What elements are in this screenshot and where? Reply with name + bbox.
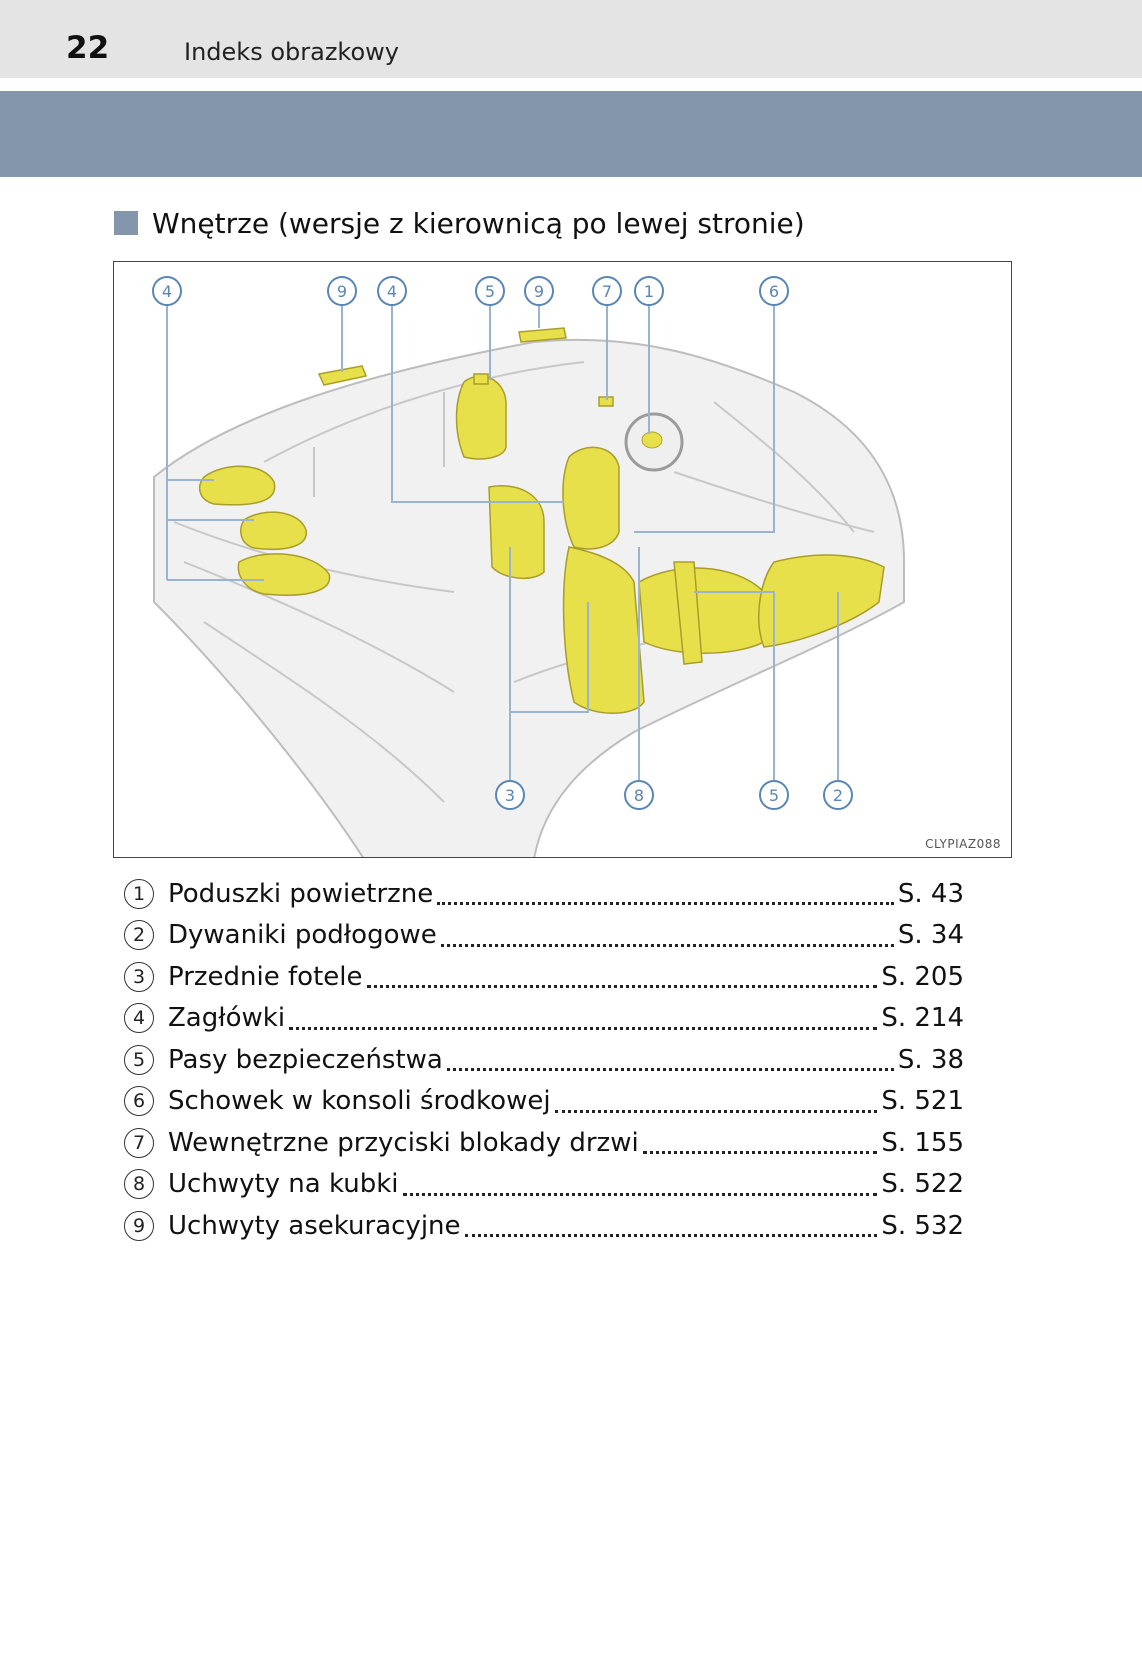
- item-label: Poduszki powietrzne: [168, 878, 434, 909]
- list-item: 1 Poduszki powietrzne S. 43: [124, 873, 964, 915]
- page-reference[interactable]: S. 532: [881, 1210, 964, 1241]
- leader-dots: [642, 1151, 878, 1155]
- callout-top-4: 5: [485, 282, 495, 301]
- callout-top-2: 9: [337, 282, 347, 301]
- item-label: Zagłówki: [168, 1003, 286, 1034]
- leader-dots: [437, 902, 894, 906]
- callout-bottom-3: 5: [769, 786, 779, 805]
- heading-square-icon: [114, 211, 138, 235]
- item-number: 1: [124, 878, 154, 909]
- item-number: 2: [124, 920, 154, 951]
- item-label: Schowek w konsoli środkowej: [168, 1086, 551, 1117]
- page-reference[interactable]: S. 43: [897, 878, 964, 909]
- item-number: 7: [124, 1127, 154, 1158]
- list-item: 6 Schowek w konsoli środkowej S. 521: [124, 1081, 964, 1123]
- page-number: 22: [66, 30, 110, 66]
- callout-top-5: 9: [534, 282, 544, 301]
- list-item: 7 Wewnętrzne przyciski blokady drzwi S. …: [124, 1122, 964, 1164]
- list-item: 3 Przednie fotele S. 205: [124, 956, 964, 998]
- section-heading: Wnętrze (wersje z kierownicą po lewej st…: [114, 203, 805, 243]
- item-number: 3: [124, 961, 154, 992]
- item-number: 6: [124, 1086, 154, 1117]
- callout-bottom-1: 3: [505, 786, 515, 805]
- item-label: Przednie fotele: [168, 961, 363, 992]
- leader-dots: [446, 1068, 894, 1072]
- section-title: Indeks obrazkowy: [184, 38, 399, 66]
- page-reference[interactable]: S. 205: [881, 961, 964, 992]
- item-label: Wewnętrzne przyciski blokady drzwi: [168, 1127, 639, 1158]
- callout-top-1: 4: [162, 282, 172, 301]
- leader-dots: [440, 943, 894, 947]
- page-reference[interactable]: S. 34: [897, 920, 964, 951]
- callout-bottom-4: 2: [833, 786, 843, 805]
- figure-code: CLYPIAZ088: [925, 837, 1001, 851]
- interior-illustration: 4 9 4 5 9 7 1 6 3 8 5 2 CLYPIAZ088: [113, 261, 1012, 858]
- leader-dots: [402, 1192, 878, 1196]
- page-reference[interactable]: S. 155: [881, 1127, 964, 1158]
- leader-dots: [464, 1234, 878, 1238]
- callout-top-3: 4: [387, 282, 397, 301]
- legend-list: 1 Poduszki powietrzne S. 43 2 Dywaniki p…: [124, 873, 964, 1247]
- list-item: 4 Zagłówki S. 214: [124, 998, 964, 1040]
- list-item: 8 Uchwyty na kubki S. 522: [124, 1164, 964, 1206]
- item-label: Dywaniki podłogowe: [168, 920, 437, 951]
- leader-dots: [366, 985, 878, 989]
- leader-dots: [554, 1109, 878, 1113]
- item-number: 5: [124, 1044, 154, 1075]
- callout-top-8: 6: [769, 282, 779, 301]
- list-item: 9 Uchwyty asekuracyjne S. 532: [124, 1205, 964, 1247]
- item-label: Uchwyty asekuracyjne: [168, 1210, 461, 1241]
- leader-dots: [289, 1026, 878, 1030]
- callout-top-6: 7: [602, 282, 612, 301]
- item-label: Uchwyty na kubki: [168, 1169, 399, 1200]
- item-number: 8: [124, 1169, 154, 1200]
- page-reference[interactable]: S. 214: [881, 1003, 964, 1034]
- heading-text: Wnętrze (wersje z kierownicą po lewej st…: [152, 206, 805, 240]
- page-reference[interactable]: S. 522: [881, 1169, 964, 1200]
- page-reference[interactable]: S. 521: [881, 1086, 964, 1117]
- list-item: 5 Pasy bezpieczeństwa S. 38: [124, 1039, 964, 1081]
- callout-top-7: 1: [644, 282, 654, 301]
- callout-bottom-2: 8: [634, 786, 644, 805]
- item-number: 4: [124, 1003, 154, 1034]
- page-header: 22 Indeks obrazkowy: [0, 0, 1142, 78]
- list-item: 2 Dywaniki podłogowe S. 34: [124, 915, 964, 957]
- item-number: 9: [124, 1210, 154, 1241]
- header-band: [0, 91, 1142, 177]
- page-reference[interactable]: S. 38: [897, 1044, 964, 1075]
- car-interior-drawing: 4 9 4 5 9 7 1 6 3 8 5 2: [152, 276, 905, 857]
- item-label: Pasy bezpieczeństwa: [168, 1044, 443, 1075]
